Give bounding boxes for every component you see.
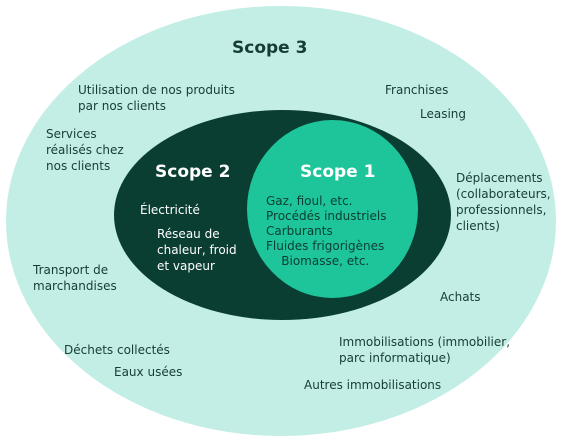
scope3-item-product-use: Utilisation de nos produits par nos clie…: [78, 83, 235, 113]
scope1-items: Gaz, fioul, etc. Procédés industriels Ca…: [266, 194, 387, 268]
scope3-item-leasing: Leasing: [420, 107, 467, 121]
scope3-item-other-assets: Autres immobilisations: [304, 378, 442, 392]
scope2-title: Scope 2: [155, 162, 231, 182]
scope2-item-electricity: Électricité: [140, 203, 200, 217]
scope3-item-wastewater: Eaux usées: [114, 365, 183, 379]
scope3-item-client-services: Services réalisés chez nos clients: [46, 127, 124, 173]
scope3-item-franchises: Franchises: [385, 83, 449, 97]
scope1-ellipse: [247, 120, 418, 298]
scope3-item-goods-transport: Transport de marchandises: [33, 263, 117, 293]
scope3-item-purchases: Achats: [440, 290, 481, 304]
scope1-title: Scope 1: [300, 162, 376, 182]
scope3-item-travel: Déplacements (collaborateurs, profession…: [456, 171, 551, 233]
scope3-item-assets: Immobilisations (immobilier, parc inform…: [339, 335, 511, 365]
scope3-title: Scope 3: [232, 38, 308, 58]
scope3-item-waste: Déchets collectés: [64, 343, 170, 357]
scope2-item-heating-network: Réseau de chaleur, froid et vapeur: [157, 227, 237, 273]
